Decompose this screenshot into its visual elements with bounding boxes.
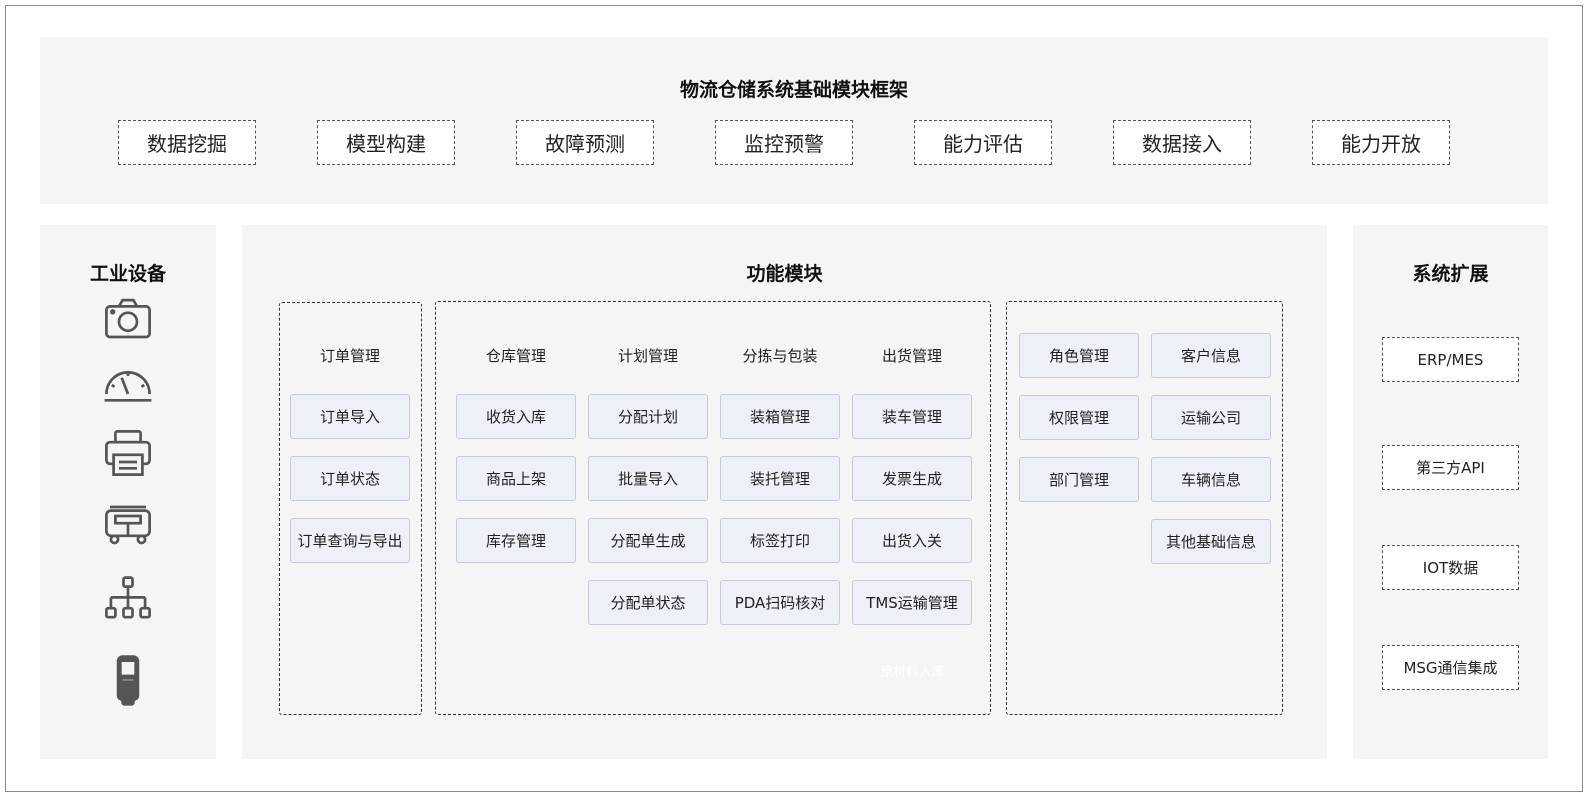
extension-third-party-api: 第三方API bbox=[1382, 445, 1519, 490]
system-extension-panel: 系统扩展 ERP/MES 第三方API IOT数据 MSG通信集成 bbox=[1353, 225, 1548, 759]
inventory-button[interactable]: 库存管理 bbox=[456, 518, 576, 563]
batch-import-button[interactable]: 批量导入 bbox=[588, 456, 708, 501]
capability-model-building: 模型构建 bbox=[317, 120, 455, 165]
capability-data-mining: 数据挖掘 bbox=[118, 120, 256, 165]
customer-info-button[interactable]: 客户信息 bbox=[1151, 333, 1271, 378]
permission-management-button[interactable]: 权限管理 bbox=[1019, 395, 1139, 440]
capability-evaluation: 能力评估 bbox=[914, 120, 1052, 165]
plan-management-header: 计划管理 bbox=[617, 347, 678, 365]
palletizing-button[interactable]: 装托管理 bbox=[720, 456, 840, 501]
vehicle-info-button[interactable]: 车辆信息 bbox=[1151, 457, 1271, 502]
extension-msg-integration: MSG通信集成 bbox=[1382, 645, 1519, 690]
allocation-order-create-button[interactable]: 分配单生成 bbox=[588, 518, 708, 563]
order-management-header: 订单管理 bbox=[319, 347, 380, 365]
network-icon bbox=[98, 571, 158, 631]
department-management-button[interactable]: 部门管理 bbox=[1019, 457, 1139, 502]
sorting-packing-header: 分拣与包装 bbox=[742, 347, 818, 365]
shelving-button[interactable]: 商品上架 bbox=[456, 456, 576, 501]
warehouse-management-header: 仓库管理 bbox=[485, 347, 546, 365]
gauge-icon bbox=[98, 355, 158, 415]
order-import-button[interactable]: 订单导入 bbox=[290, 394, 410, 439]
allocation-order-status-button[interactable]: 分配单状态 bbox=[588, 580, 708, 625]
base-info-group: 角色管理 权限管理 部门管理 客户信息 运输公司 车辆信息 其他基础信息 bbox=[1006, 301, 1283, 715]
allocation-plan-button[interactable]: 分配计划 bbox=[588, 394, 708, 439]
vehicle-icon bbox=[98, 495, 158, 555]
framework-panel: 物流仓储系统基础模块框架 数据挖掘 模型构建 故障预测 监控预警 能力评估 数据… bbox=[40, 37, 1548, 204]
invoice-button[interactable]: 发票生成 bbox=[852, 456, 972, 501]
carrier-company-button[interactable]: 运输公司 bbox=[1151, 395, 1271, 440]
extension-erp-mes: ERP/MES bbox=[1382, 337, 1519, 382]
capability-monitoring-alert: 监控预警 bbox=[715, 120, 853, 165]
industrial-equipment-title: 工业设备 bbox=[89, 263, 166, 285]
tms-transport-button[interactable]: TMS运输管理 bbox=[852, 580, 972, 625]
other-base-info-button[interactable]: 其他基础信息 bbox=[1151, 519, 1271, 564]
order-management-group: 订单管理 订单导入 订单状态 订单查询与导出 bbox=[279, 302, 422, 715]
function-modules-panel: 功能模块 订单管理 订单导入 订单状态 订单查询与导出 仓库管理 计划管理 分拣… bbox=[242, 225, 1327, 759]
watermark-text: 原材料入库 bbox=[880, 665, 946, 680]
warehouse-operations-group: 仓库管理 计划管理 分拣与包装 出货管理 收货入库 商品上架 库存管理 分配计划… bbox=[435, 301, 991, 715]
capability-data-access: 数据接入 bbox=[1113, 120, 1251, 165]
receiving-button[interactable]: 收货入库 bbox=[456, 394, 576, 439]
loading-button[interactable]: 装车管理 bbox=[852, 394, 972, 439]
label-print-button[interactable]: 标签打印 bbox=[720, 518, 840, 563]
boxing-button[interactable]: 装箱管理 bbox=[720, 394, 840, 439]
extension-iot-data: IOT数据 bbox=[1382, 545, 1519, 590]
capability-fault-prediction: 故障预测 bbox=[516, 120, 654, 165]
pda-scan-check-button[interactable]: PDA扫码核对 bbox=[720, 580, 840, 625]
shipping-management-header: 出货管理 bbox=[881, 347, 942, 365]
order-query-export-button[interactable]: 订单查询与导出 bbox=[290, 518, 410, 563]
camera-icon bbox=[98, 289, 158, 349]
capability-openness: 能力开放 bbox=[1312, 120, 1450, 165]
function-modules-title: 功能模块 bbox=[746, 263, 823, 285]
framework-title: 物流仓储系统基础模块框架 bbox=[679, 79, 908, 101]
order-status-button[interactable]: 订单状态 bbox=[290, 456, 410, 501]
printer-icon bbox=[98, 423, 158, 483]
customs-button[interactable]: 出货入关 bbox=[852, 518, 972, 563]
industrial-equipment-panel: 工业设备 bbox=[40, 225, 216, 759]
role-management-button[interactable]: 角色管理 bbox=[1019, 333, 1139, 378]
system-extension-title: 系统扩展 bbox=[1412, 263, 1489, 285]
handheld-scanner-icon bbox=[98, 650, 158, 710]
